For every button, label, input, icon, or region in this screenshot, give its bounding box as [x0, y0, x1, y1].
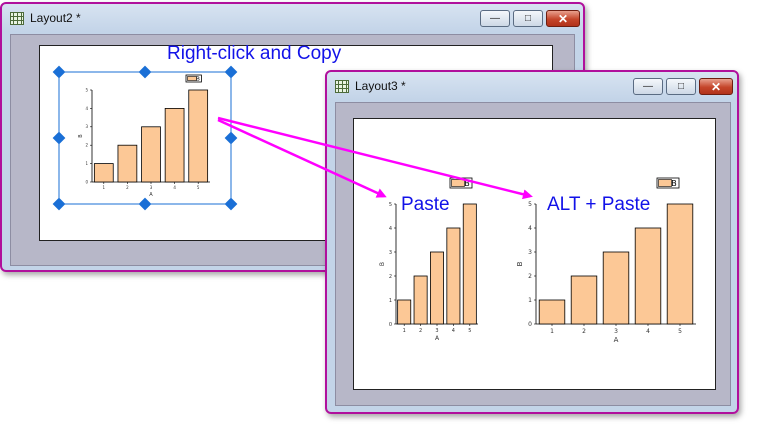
close-button[interactable]: ✕ — [546, 10, 580, 27]
x-tick-label: 2 — [126, 185, 129, 190]
selection-handle[interactable] — [224, 197, 238, 211]
y-tick-label: 0 — [528, 321, 532, 328]
selection-handle[interactable] — [52, 131, 66, 145]
y-tick-label: 5 — [85, 87, 88, 92]
x-tick-label: 4 — [173, 185, 176, 190]
y-axis-title: B — [516, 261, 524, 266]
bar — [413, 275, 428, 325]
y-tick-label: 1 — [389, 298, 392, 304]
bar — [462, 203, 477, 325]
y-tick-label: 2 — [85, 143, 88, 148]
x-tick-label: 3 — [150, 185, 153, 190]
y-tick-label: 0 — [389, 322, 392, 328]
y-axis-title: B — [78, 134, 84, 138]
x-tick-label: 3 — [614, 328, 618, 335]
paste-label: Paste — [401, 194, 450, 215]
legend-swatch — [187, 76, 197, 81]
x-tick-label: 4 — [452, 328, 455, 334]
y-tick-label: 5 — [528, 201, 532, 208]
y-tick-label: 1 — [528, 297, 532, 304]
selection-handle[interactable] — [52, 197, 66, 211]
y-tick-label: 3 — [528, 249, 532, 256]
layout2-title: Layout2 * — [30, 11, 81, 25]
x-tick-label: 5 — [468, 328, 471, 334]
bar — [602, 251, 630, 325]
legend-label: B — [196, 77, 200, 83]
y-tick-label: 2 — [389, 274, 392, 280]
bar — [538, 299, 566, 325]
x-tick-label: 5 — [197, 185, 200, 190]
x-tick-label: 4 — [646, 328, 650, 335]
bar — [430, 251, 444, 325]
y-tick-label: 3 — [85, 124, 88, 129]
x-axis-title: A — [614, 336, 619, 344]
legend-label: B — [671, 179, 677, 188]
legend-swatch — [658, 179, 672, 187]
y-tick-label: 4 — [85, 106, 88, 111]
y-tick-label: 4 — [528, 225, 532, 232]
layout-window-icon — [335, 80, 349, 93]
y-tick-label: 1 — [85, 161, 88, 166]
selection-handle[interactable] — [138, 65, 152, 79]
x-tick-label: 1 — [550, 328, 554, 335]
bar — [397, 299, 412, 325]
selection-handle[interactable] — [224, 65, 238, 79]
copy-instruction-label: Right-click and Copy — [167, 43, 342, 64]
x-axis-title: A — [149, 192, 153, 198]
y-tick-label: 3 — [389, 250, 392, 256]
bar — [634, 227, 662, 325]
x-axis-title: A — [435, 335, 440, 342]
selection-handle[interactable] — [138, 197, 152, 211]
legend-swatch — [451, 179, 465, 187]
x-tick-label: 3 — [435, 328, 438, 334]
maximize-button[interactable]: □ — [513, 10, 543, 27]
layout2-titlebar[interactable]: Layout2 * — □ ✕ — [2, 4, 583, 34]
bar — [666, 203, 694, 325]
x-tick-label: 5 — [678, 328, 682, 335]
legend-label: B — [464, 179, 470, 188]
y-axis-title: B — [379, 262, 386, 266]
minimize-button[interactable]: — — [480, 10, 510, 27]
layout3-titlebar[interactable]: Layout3 * — □ ✕ — [327, 72, 737, 102]
y-tick-label: 5 — [389, 202, 392, 208]
layout3-title: Layout3 * — [355, 79, 406, 93]
alt-paste-label: ALT + Paste — [547, 194, 651, 215]
x-tick-label: 2 — [419, 328, 422, 334]
minimize-button[interactable]: — — [633, 78, 663, 95]
maximize-button[interactable]: □ — [666, 78, 696, 95]
y-tick-label: 4 — [389, 226, 392, 232]
x-tick-label: 1 — [103, 185, 106, 190]
y-tick-label: 0 — [85, 179, 88, 184]
close-button[interactable]: ✕ — [699, 78, 733, 95]
y-tick-label: 2 — [528, 273, 532, 280]
x-tick-label: 2 — [582, 328, 586, 335]
bar — [446, 227, 461, 325]
bar — [570, 275, 598, 325]
layout3-graphs[interactable]: 0 1 2 3 4 5 1 2 3 4 5A B B 0 1 2 3 4 5 1 2 3 4 5A B B — [354, 119, 717, 391]
layout-window-icon — [10, 12, 24, 25]
x-tick-label: 1 — [403, 328, 406, 334]
